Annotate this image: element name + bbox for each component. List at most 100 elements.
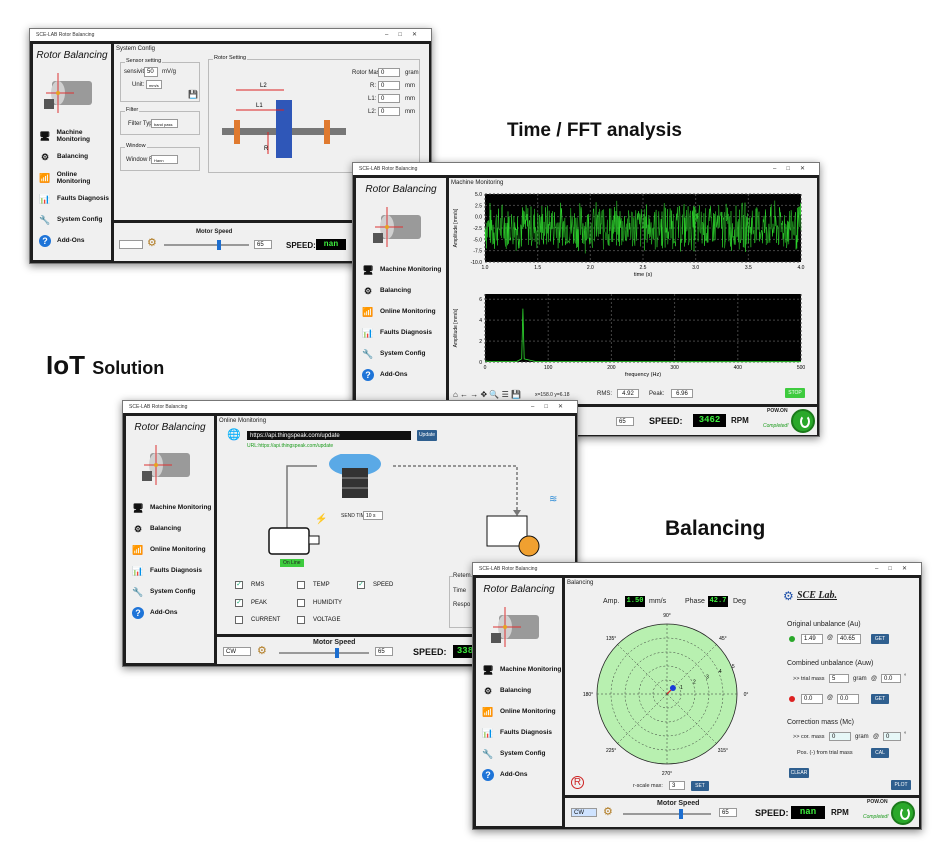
sidebar-item-system-config[interactable]: 🔧System Config: [33, 209, 111, 230]
speed-setpoint[interactable]: 65: [719, 808, 737, 817]
get-orig-button[interactable]: GET: [871, 634, 889, 644]
sidebar-item-online-monitoring[interactable]: 📶Online Monitoring: [126, 539, 214, 560]
update-button[interactable]: Update: [417, 430, 437, 441]
check-rms[interactable]: ✓RMS: [235, 581, 264, 589]
direction-select[interactable]: [119, 240, 143, 249]
orig-status-icon: [789, 636, 795, 642]
reset-icon[interactable]: R: [571, 776, 584, 789]
window-controls[interactable]: –□✕: [385, 32, 427, 38]
nav-label: Online Monitoring: [56, 170, 91, 185]
amp-label: Amp.: [603, 598, 620, 605]
sidebar-item-system-config[interactable]: 🔧System Config: [126, 581, 214, 602]
plot-button[interactable]: PLOT: [891, 780, 911, 790]
speed-setpoint[interactable]: 65: [254, 240, 272, 249]
rscale-input[interactable]: 3: [669, 781, 685, 790]
l2-input[interactable]: 0: [378, 107, 400, 116]
check-speed[interactable]: ✓SPEED: [357, 581, 393, 589]
nav-label: Balancing: [500, 687, 532, 694]
checkbox[interactable]: ✓: [357, 581, 365, 589]
sidebar-item-machine-monitoring[interactable]: 🖥Machine Monitoring: [126, 497, 214, 518]
direction-select[interactable]: CW: [223, 647, 251, 656]
check-voltage[interactable]: VOLTAGE: [297, 616, 340, 624]
set-button[interactable]: SET: [691, 781, 709, 791]
sidebar-item-faults-diagnosis[interactable]: 📊Faults Diagnosis: [476, 722, 562, 743]
sidebar-item-balancing[interactable]: ⚙Balancing: [126, 518, 214, 539]
check-humidity[interactable]: HUMIDITY: [297, 599, 342, 607]
sidebar-item-online-monitoring[interactable]: 📶Online Monitoring: [33, 167, 111, 188]
sidebar-item-add-ons[interactable]: ?Add-Ons: [476, 764, 562, 785]
speed-slider[interactable]: [164, 240, 249, 250]
cal-button[interactable]: CAL: [871, 748, 889, 758]
rotor-group: Rotor Setting: [208, 55, 420, 173]
stop-button[interactable]: STOP: [785, 388, 805, 398]
sidebar-item-system-config[interactable]: 🔧System Config: [356, 343, 446, 364]
checkbox[interactable]: [235, 616, 243, 624]
checkbox[interactable]: ✓: [235, 581, 243, 589]
speed-setpoint[interactable]: 65: [616, 417, 634, 426]
rotor-diagram: L2 L1 R: [222, 83, 346, 158]
sensivity-input[interactable]: 50: [144, 67, 158, 77]
speed-setpoint[interactable]: 65: [375, 647, 393, 656]
check-temp[interactable]: TEMP: [297, 581, 330, 589]
nav-label: Machine Monitoring: [56, 128, 91, 143]
sidebar-item-add-ons[interactable]: ?Add-Ons: [33, 230, 111, 251]
send-time-select[interactable]: 10 s: [363, 511, 383, 520]
window-controls[interactable]: –□✕: [875, 566, 917, 572]
sidebar-item-online-monitoring[interactable]: 📶Online Monitoring: [476, 701, 562, 722]
checkbox[interactable]: [297, 616, 305, 624]
power-button[interactable]: [891, 801, 915, 825]
retem-label: Retem: [453, 573, 471, 579]
unit-select[interactable]: mm/s: [146, 80, 162, 89]
sidebar-item-online-monitoring[interactable]: 📶Online Monitoring: [356, 301, 446, 322]
url-input[interactable]: https://api.thingspeak.com/update: [247, 431, 411, 440]
speed-display: nan: [791, 806, 825, 819]
trial-angle-input[interactable]: 0.0: [881, 674, 901, 683]
sidebar-item-balancing[interactable]: ⚙Balancing: [476, 680, 562, 701]
trial-mass-input[interactable]: 5: [829, 674, 849, 683]
checkbox[interactable]: ✓: [235, 599, 243, 607]
gram-label2: gram: [855, 734, 869, 740]
r-input[interactable]: 0: [378, 81, 400, 90]
speed-slider[interactable]: [623, 809, 711, 819]
plot-toolbar-icons[interactable]: ⌂ ← → ✥ 🔍 ☰ 💾: [453, 390, 521, 399]
balancing-icon: ⚙: [133, 523, 143, 534]
direction-select[interactable]: CW: [571, 808, 597, 817]
window-controls[interactable]: –□✕: [773, 166, 815, 172]
nav-label: System Config: [57, 216, 103, 223]
get-comb-button[interactable]: GET: [871, 694, 889, 704]
l1-input[interactable]: 0: [378, 94, 400, 103]
speed-slider[interactable]: [279, 648, 369, 658]
window-select[interactable]: Hann: [151, 155, 178, 164]
sidebar-item-faults-diagnosis[interactable]: 📊Faults Diagnosis: [126, 560, 214, 581]
sidebar-item-system-config[interactable]: 🔧System Config: [476, 743, 562, 764]
clear-button[interactable]: CLEAR: [789, 768, 809, 778]
sidebar-item-machine-monitoring[interactable]: 🖥Machine Monitoring: [33, 125, 111, 146]
rpm-label: RPM: [731, 416, 749, 425]
status-label: Completed!: [763, 423, 789, 429]
check-current[interactable]: CURRENT: [235, 616, 280, 624]
save-icon[interactable]: 💾: [188, 90, 198, 99]
sidebar-item-add-ons[interactable]: ?Add-Ons: [356, 364, 446, 385]
check-peak[interactable]: ✓PEAK: [235, 599, 267, 607]
time-ytick: 5.0: [475, 192, 482, 198]
checkbox[interactable]: [297, 581, 305, 589]
polar-angle-tick: 315°: [718, 748, 728, 754]
power-button[interactable]: [791, 409, 815, 433]
sidebar-item-add-ons[interactable]: ?Add-Ons: [126, 602, 214, 623]
l1-label: L1:: [368, 96, 377, 102]
window-controls[interactable]: –□✕: [531, 404, 573, 410]
balancing-window: SCE-LAB Rotor Balancing–□✕ Rotor Balanci…: [472, 562, 922, 830]
sidebar-item-machine-monitoring[interactable]: 🖥Machine Monitoring: [476, 659, 562, 680]
sidebar-item-faults-diagnosis[interactable]: 📊Faults Diagnosis: [33, 188, 111, 209]
sidebar-item-balancing[interactable]: ⚙Balancing: [356, 280, 446, 301]
filter-select[interactable]: band pass: [151, 119, 178, 128]
sidebar-item-machine-monitoring[interactable]: 🖥Machine Monitoring: [356, 259, 446, 280]
sidebar-item-balancing[interactable]: ⚙Balancing: [33, 146, 111, 167]
nav-label: Add-Ons: [57, 237, 85, 244]
sidebar-item-faults-diagnosis[interactable]: 📊Faults Diagnosis: [356, 322, 446, 343]
checkbox[interactable]: [297, 599, 305, 607]
polar-radial-tick: 2: [693, 680, 696, 686]
rotor-mass-input[interactable]: 0: [378, 68, 400, 77]
